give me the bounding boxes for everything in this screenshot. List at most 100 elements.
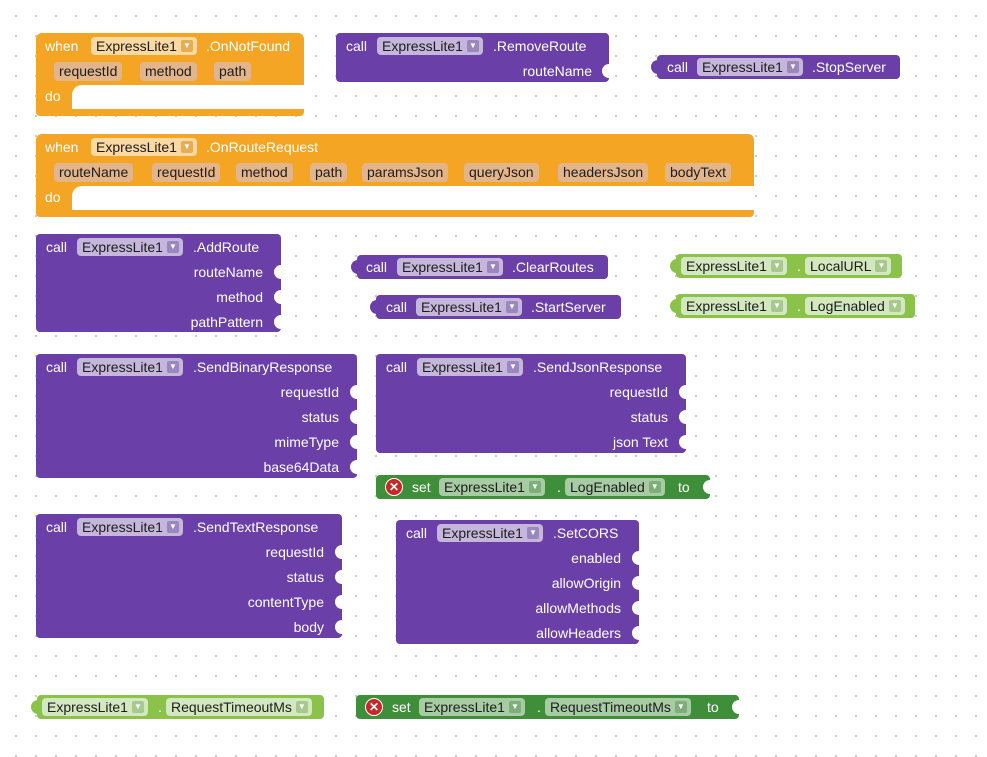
property-setter-log-enabled[interactable]: ✕ set ExpressLite1 ▼ . LogEnabled ▼ to: [376, 475, 710, 499]
property-getter-log-enabled[interactable]: ExpressLite1 ▼ . LogEnabled ▼: [670, 294, 915, 318]
component-dropdown[interactable]: ExpressLite1 ▼: [419, 698, 525, 716]
socket-label-allowMethods: allowMethods: [535, 600, 621, 616]
method-block-stop-server[interactable]: call ExpressLite1 ▼ .StopServer: [651, 55, 900, 79]
method-block-start-server[interactable]: call ExpressLite1 ▼ .StartServer: [370, 295, 621, 319]
caret-down-icon: ▼: [875, 260, 888, 272]
socket-label-pathPattern: pathPattern: [190, 314, 263, 330]
output-plug: [670, 299, 678, 313]
property-dropdown[interactable]: RequestTimeoutMs ▼: [166, 698, 312, 716]
param-method[interactable]: method: [140, 62, 197, 81]
call-keyword: call: [46, 359, 68, 375]
input-socket[interactable]: [335, 545, 342, 559]
input-socket[interactable]: [335, 570, 342, 584]
method-name: .StartServer: [531, 299, 606, 315]
param-routeName[interactable]: routeName: [54, 163, 134, 182]
component-dropdown[interactable]: ExpressLite1 ▼: [77, 238, 183, 256]
method-name: .SendTextResponse: [193, 519, 319, 535]
property-dropdown[interactable]: LogEnabled ▼: [805, 297, 905, 315]
input-socket[interactable]: [274, 315, 281, 329]
input-socket[interactable]: [632, 601, 639, 615]
component-dropdown[interactable]: ExpressLite1 ▼: [681, 257, 787, 275]
caret-down-icon: ▼: [180, 40, 193, 52]
do-statement-slot[interactable]: [72, 186, 754, 210]
event-name: .OnRouteRequest: [206, 139, 319, 155]
input-socket[interactable]: [679, 435, 686, 449]
property-setter-request-timeout-ms[interactable]: ✕ set ExpressLite1 ▼ . RequestTimeoutMs …: [356, 695, 739, 719]
method-block-add-route[interactable]: call ExpressLite1 ▼ .AddRoute routeName …: [36, 234, 281, 332]
input-socket[interactable]: [703, 480, 710, 494]
param-bodyText[interactable]: bodyText: [665, 163, 732, 182]
input-socket[interactable]: [632, 626, 639, 640]
component-dropdown[interactable]: ExpressLite1 ▼: [77, 518, 183, 536]
method-block-set-cors[interactable]: call ExpressLite1 ▼ .SetCORS enabled all…: [396, 520, 639, 644]
call-keyword: call: [386, 299, 408, 315]
param-requestId[interactable]: requestId: [54, 62, 123, 81]
error-x-icon[interactable]: ✕: [365, 698, 383, 716]
input-socket[interactable]: [274, 265, 281, 279]
component-dropdown[interactable]: ExpressLite1 ▼: [417, 358, 523, 376]
call-keyword: call: [46, 239, 68, 255]
method-block-send-text-response[interactable]: call ExpressLite1 ▼ .SendTextResponse re…: [36, 514, 342, 638]
output-plug: [670, 259, 678, 273]
param-requestId[interactable]: requestId: [152, 163, 221, 182]
param-queryJson[interactable]: queryJson: [464, 163, 539, 182]
error-x-icon[interactable]: ✕: [385, 478, 403, 496]
input-socket[interactable]: [335, 620, 342, 634]
param-paramsJson[interactable]: paramsJson: [362, 163, 449, 182]
caret-down-icon: ▼: [295, 701, 308, 713]
do-statement-slot[interactable]: [72, 85, 304, 109]
component-dropdown[interactable]: ExpressLite1 ▼: [681, 297, 787, 315]
method-block-send-binary-response[interactable]: call ExpressLite1 ▼ .SendBinaryResponse …: [36, 354, 357, 478]
param-path[interactable]: path: [214, 62, 252, 81]
caret-down-icon: ▼: [674, 701, 687, 713]
param-path[interactable]: path: [310, 163, 348, 182]
component-dropdown[interactable]: ExpressLite1 ▼: [439, 478, 545, 496]
method-block-remove-route[interactable]: call ExpressLite1 ▼ .RemoveRoute routeNa…: [336, 33, 609, 82]
input-socket[interactable]: [632, 551, 639, 565]
input-socket[interactable]: [350, 410, 357, 424]
input-socket[interactable]: [274, 290, 281, 304]
input-socket[interactable]: [632, 576, 639, 590]
method-block-clear-routes[interactable]: call ExpressLite1 ▼ .ClearRoutes: [351, 255, 608, 279]
caret-down-icon: ▼: [506, 361, 519, 373]
component-dropdown[interactable]: ExpressLite1 ▼: [397, 258, 503, 276]
when-keyword: when: [45, 139, 79, 155]
caret-down-icon: ▼: [648, 481, 661, 493]
method-block-send-json-response[interactable]: call ExpressLite1 ▼ .SendJsonResponse re…: [376, 354, 686, 453]
property-getter-local-url[interactable]: ExpressLite1 ▼ . LocalURL ▼: [670, 254, 902, 278]
method-name: .SendJsonResponse: [533, 359, 663, 375]
socket-label-status: status: [630, 409, 668, 425]
input-socket[interactable]: [350, 385, 357, 399]
output-plug: [370, 300, 378, 314]
component-dropdown[interactable]: ExpressLite1 ▼: [377, 37, 483, 55]
param-headersJson[interactable]: headersJson: [558, 163, 649, 182]
socket-label-requestId: requestId: [609, 384, 668, 400]
do-keyword: do: [45, 189, 61, 205]
input-socket[interactable]: [732, 700, 739, 714]
component-dropdown[interactable]: ExpressLite1 ▼: [91, 37, 197, 55]
component-dropdown[interactable]: ExpressLite1 ▼: [91, 138, 197, 156]
input-socket[interactable]: [335, 595, 342, 609]
component-dropdown[interactable]: ExpressLite1 ▼: [437, 524, 543, 542]
caret-down-icon: ▼: [508, 701, 521, 713]
param-method[interactable]: method: [236, 163, 293, 182]
event-block-on-not-found[interactable]: when ExpressLite1 ▼ .OnNotFound requestI…: [36, 33, 304, 116]
output-plug: [651, 60, 659, 74]
component-dropdown[interactable]: ExpressLite1 ▼: [697, 58, 803, 76]
component-dropdown[interactable]: ExpressLite1 ▼: [77, 358, 183, 376]
input-socket[interactable]: [679, 385, 686, 399]
property-dropdown[interactable]: LogEnabled ▼: [565, 478, 665, 496]
component-dropdown[interactable]: ExpressLite1 ▼: [416, 298, 522, 316]
method-name: .SetCORS: [553, 525, 619, 541]
property-getter-request-timeout-ms[interactable]: ExpressLite1 ▼ . RequestTimeoutMs ▼: [31, 695, 324, 719]
input-socket[interactable]: [602, 64, 609, 78]
component-dropdown[interactable]: ExpressLite1 ▼: [42, 698, 148, 716]
input-socket[interactable]: [679, 410, 686, 424]
input-socket[interactable]: [350, 435, 357, 449]
input-socket[interactable]: [350, 460, 357, 474]
caret-down-icon: ▼: [166, 521, 179, 533]
socket-label-routeName: routeName: [193, 264, 263, 280]
event-block-on-route-request[interactable]: when ExpressLite1 ▼ .OnRouteRequest rout…: [36, 134, 754, 217]
property-dropdown[interactable]: LocalURL ▼: [805, 257, 892, 275]
property-dropdown[interactable]: RequestTimeoutMs ▼: [545, 698, 691, 716]
